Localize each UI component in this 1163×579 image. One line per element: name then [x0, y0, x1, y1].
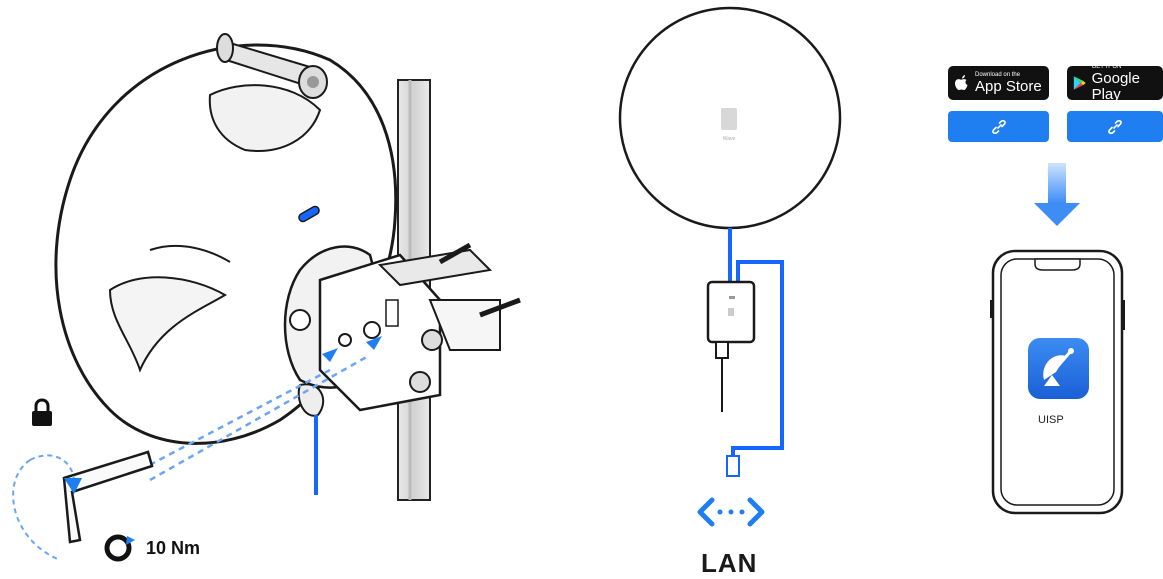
lock-icon [32, 398, 52, 426]
google-play-small-text: GET IT ON [1091, 63, 1122, 70]
google-play-big-text: Google Play [1091, 69, 1140, 103]
google-play-link-button[interactable] [1067, 111, 1163, 142]
app-store-big-text: App Store [975, 77, 1042, 95]
network-icon [697, 497, 765, 527]
uisp-app-label: UISP [1038, 414, 1064, 426]
google-play-icon [1073, 76, 1086, 90]
link-icon [991, 119, 1006, 134]
uisp-app-icon[interactable] [1028, 338, 1089, 399]
app-store-link-button[interactable] [948, 111, 1049, 142]
apple-icon [955, 75, 968, 90]
alignment-arrows [139, 336, 382, 482]
link-icon [1108, 119, 1122, 134]
svg-text:Wave: Wave [723, 136, 736, 142]
torque-value: 10 Nm [146, 538, 201, 558]
app-store-badge[interactable]: Download on the App Store [948, 66, 1049, 100]
torque-icon [104, 534, 135, 562]
hex-key [12, 450, 154, 561]
mounting-bracket [283, 242, 521, 417]
radio-unit: Wave [618, 6, 842, 230]
arrow-down-icon [1034, 163, 1080, 226]
app-store-small-text: Download on the [975, 71, 1021, 78]
google-play-badge[interactable]: GET IT ON Google Play [1067, 63, 1163, 103]
poe-adapter [706, 280, 756, 477]
lan-label: LAN [701, 548, 758, 578]
